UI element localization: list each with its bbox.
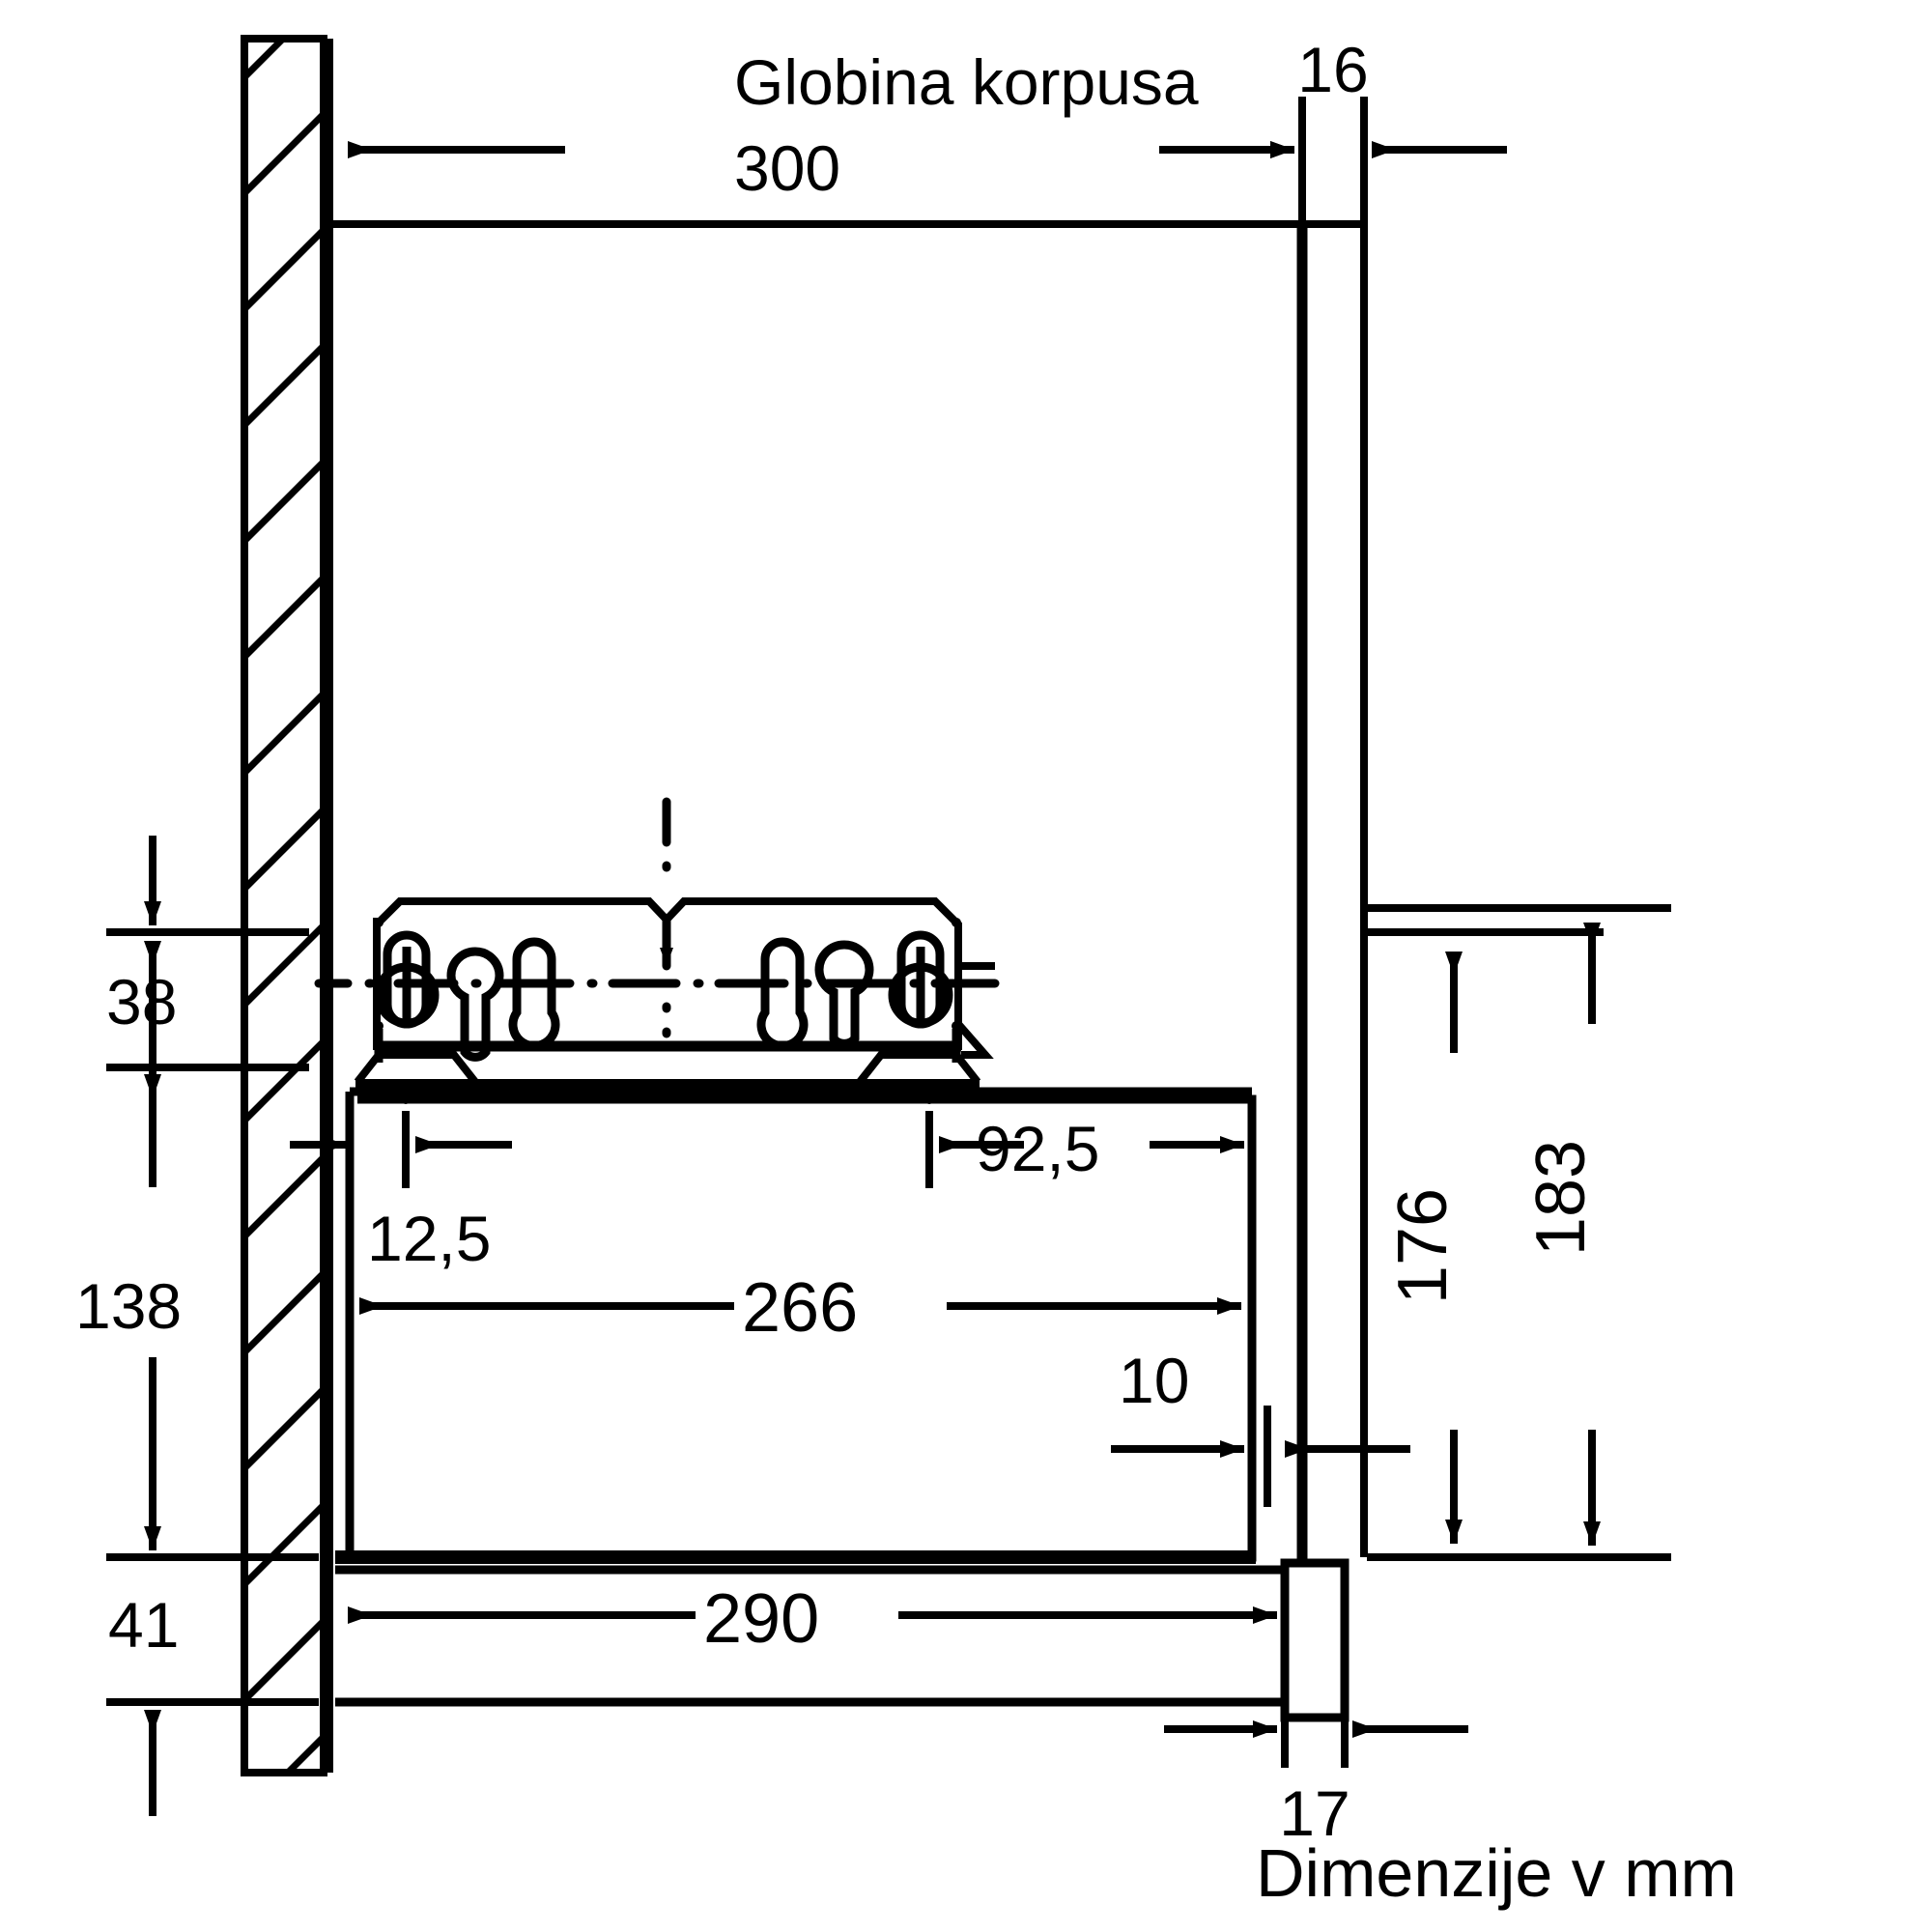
wall-section: [241, 35, 333, 1776]
label-17: 17: [1279, 1777, 1350, 1849]
dim-41: 41: [106, 1589, 319, 1816]
keyhole-slots: [374, 930, 953, 1062]
label-38: 38: [106, 966, 177, 1037]
bracket-construction-dots: [374, 918, 961, 1031]
dim-panel-thickness-16: 16: [1159, 34, 1507, 224]
front-fascia: [1280, 1558, 1350, 1722]
label-cabinet-depth: Globina korpusa: [734, 46, 1199, 118]
label-300: 300: [734, 132, 840, 204]
dim-176: 176: [1367, 928, 1604, 1544]
dim-12-5: 12,5: [367, 1094, 512, 1274]
dim-92-5: 92,5: [924, 1094, 1244, 1188]
dim-183: 183: [1367, 904, 1671, 1561]
label-41: 41: [108, 1589, 179, 1661]
hood-skirt-right: [856, 1051, 981, 1085]
label-10: 10: [1119, 1345, 1189, 1416]
label-138: 138: [75, 1270, 182, 1342]
label-176: 176: [1384, 1188, 1462, 1304]
dim-138: 138: [75, 941, 319, 1561]
cabinet-outline: [333, 220, 1368, 1560]
dim-10: 10: [1111, 1345, 1410, 1507]
label-183: 183: [1522, 1140, 1600, 1256]
dim-266: 266: [359, 1269, 1241, 1347]
hood-body: [335, 1051, 1257, 1564]
wall-hatching: [244, 39, 324, 1773]
dim-17: 17: [1164, 1660, 1468, 1849]
label-290: 290: [703, 1580, 819, 1658]
label-12-5: 12,5: [367, 1203, 491, 1274]
hood-skirt-left: [354, 1051, 479, 1085]
label-266: 266: [742, 1269, 858, 1347]
mounting-bracket: [314, 797, 1000, 1063]
caption-dimensions-in-mm: Dimenzije v mm: [1256, 1835, 1737, 1911]
label-92-5: 92,5: [976, 1113, 1099, 1184]
pullout-front: [335, 1558, 1350, 1722]
label-16: 16: [1297, 34, 1368, 105]
dim-290: 290: [348, 1580, 1277, 1658]
dim-cabinet-depth: Globina korpusa 300: [348, 46, 1294, 204]
